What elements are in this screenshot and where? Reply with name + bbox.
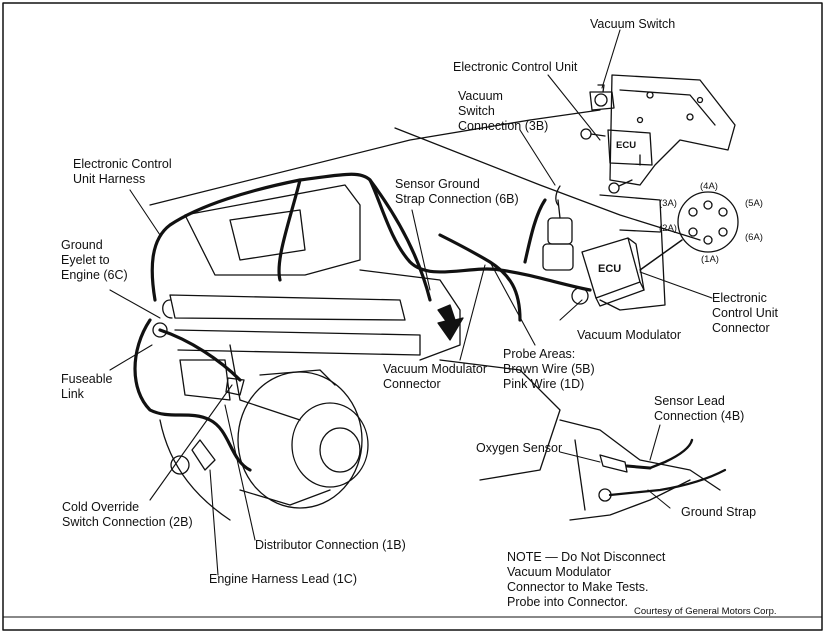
label-electronic-control-unit: Electronic Control Unit bbox=[453, 60, 578, 74]
alternator bbox=[237, 369, 369, 509]
ecu-unit bbox=[581, 237, 645, 307]
ecu-box-label-top: ECU bbox=[616, 140, 637, 151]
pin-label-5a: (5A) bbox=[745, 198, 763, 209]
label-oxygen-sensor: Oxygen Sensor bbox=[476, 441, 563, 455]
pin-label-3a: (3A) bbox=[659, 198, 677, 209]
main-harness bbox=[150, 172, 592, 302]
upper-bracket bbox=[580, 74, 736, 194]
label-vacuum-modulator-connector: Vacuum Modulator Connector bbox=[383, 362, 487, 391]
courtesy-credit: Courtesy of General Motors Corp. bbox=[634, 606, 777, 617]
vacuum-modulator-device bbox=[542, 185, 589, 305]
flow-arrow bbox=[437, 304, 464, 341]
label-sensor-ground-strap: Sensor Ground Strap Connection (6B) bbox=[395, 177, 519, 206]
pin-label-4a: (4A) bbox=[700, 181, 718, 192]
label-probe-areas: Probe Areas: Brown Wire (5B) Pink Wire (… bbox=[503, 347, 595, 391]
label-ground-eyelet: Ground Eyelet to Engine (6C) bbox=[61, 238, 128, 282]
label-sensor-lead-connection: Sensor Lead Connection (4B) bbox=[654, 394, 745, 423]
grommet bbox=[170, 455, 190, 475]
pin-label-6a: (6A) bbox=[745, 232, 763, 243]
oxygen-sensor-inset bbox=[559, 419, 727, 521]
pin-label-2a: (2A) bbox=[659, 223, 677, 234]
label-ecu-harness: Electronic Control Unit Harness bbox=[73, 157, 172, 186]
lower-harness bbox=[133, 318, 252, 472]
label-ecu-connector: Electronic Control Unit Connector bbox=[712, 291, 778, 335]
label-fuseable-link: Fuseable Link bbox=[61, 372, 113, 401]
label-vacuum-switch-connection: Vacuum Switch Connection (3B) bbox=[458, 89, 549, 133]
firewall-panel bbox=[599, 194, 666, 311]
engine-block bbox=[159, 184, 561, 521]
ecu-box-label-main: ECU bbox=[598, 263, 622, 275]
pin-label-1a: (1A) bbox=[701, 254, 719, 265]
label-vacuum-modulator: Vacuum Modulator bbox=[577, 328, 681, 342]
label-distributor-connection: Distributor Connection (1B) bbox=[255, 538, 406, 552]
hood-line bbox=[149, 119, 531, 206]
label-ground-strap: Ground Strap bbox=[681, 505, 757, 519]
pin-connector bbox=[677, 191, 739, 253]
label-engine-harness-lead: Engine Harness Lead (1C) bbox=[209, 572, 357, 586]
note-text: NOTE — Do Not Disconnect Vacuum Modulato… bbox=[507, 550, 666, 609]
leader-lines bbox=[109, 29, 713, 576]
label-vacuum-switch: Vacuum Switch bbox=[590, 17, 676, 31]
label-cold-override: Cold Override Switch Connection (2B) bbox=[62, 500, 193, 529]
